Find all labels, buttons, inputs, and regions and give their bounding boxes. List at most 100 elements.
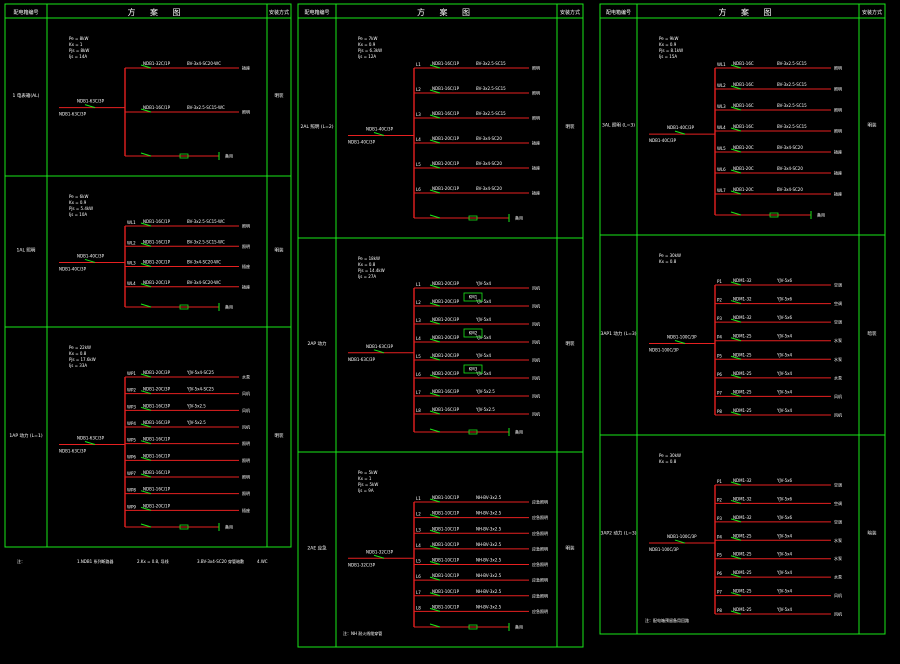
cable-spec: YJV-5x4 (776, 371, 792, 376)
circuit-id: L6 (416, 187, 421, 192)
load-name: 风机 (532, 393, 540, 399)
circuit-id: L6 (416, 372, 421, 377)
breaker-model: NDB1-20C (733, 187, 754, 192)
circuit-id: WL4 (127, 281, 136, 286)
breaker-model: NDB1-16C (733, 103, 754, 108)
breaker-model: NDM1-32 (733, 515, 752, 520)
panel-label: 2AL 照明 (L=2) (301, 124, 334, 130)
load-name: 应急照明 (532, 561, 548, 567)
cable-spec: BV-3x4-SC20-WC (187, 260, 221, 265)
load-name: 水泵 (834, 374, 842, 380)
breaker-model: NDM1-32 (733, 496, 752, 501)
load-param: Kx = 0.9 (69, 200, 87, 205)
main-breaker-model: NDB1-40C/3P (366, 127, 394, 132)
breaker-model: NDB1-32C/1P (143, 61, 171, 66)
main-breaker-model: NDB1-63C/3P (77, 436, 105, 441)
circuit-id: WL2 (127, 240, 136, 245)
contactor-box (463, 364, 483, 374)
circuit-id: P1 (717, 279, 722, 284)
breaker-symbol (140, 440, 152, 445)
header-panel-id: 配电箱编号 (13, 9, 38, 16)
cable-spec: BV-3x4-SC20 (777, 166, 803, 171)
load-name: 插座 (834, 149, 842, 155)
sheet-frame (599, 3, 886, 635)
cable-spec: YJV-5x4 (776, 533, 792, 538)
circuit-id: P4 (717, 335, 722, 340)
breaker-symbol (730, 64, 742, 69)
main-breaker-symbol (674, 340, 686, 344)
load-param: Pe = 22kW (69, 345, 91, 350)
main-breaker-note: NDB1-40C/3P (348, 140, 376, 145)
load-param: Pe = 9kW (659, 36, 678, 41)
load-name: 空调 (834, 482, 842, 488)
circuit-id: P5 (717, 353, 722, 358)
circuit-id: WP3 (127, 404, 136, 409)
breaker-model: NDB1-20C/3P (432, 299, 460, 304)
circuit-id: P7 (717, 590, 722, 595)
cable-spec: NH-BV-3x2.5 (476, 542, 502, 547)
install-method: 明装 (275, 247, 284, 254)
cable-spec: NH-BV-3x2.5 (476, 558, 502, 563)
breaker-symbol (730, 392, 742, 397)
cable-spec: YJV-5x4 (475, 335, 491, 340)
load-param: Kx = 0.8 (69, 351, 87, 356)
load-param: Pjs = 17.6kW (69, 357, 96, 362)
main-breaker-model: NDB1-100C/3P (667, 335, 697, 340)
load-param: Pe = 5kW (358, 470, 377, 475)
cable-spec: YJV-5x6 (776, 478, 792, 483)
breaker-model: NDB1-16C/1P (143, 219, 171, 224)
breaker-model: NDB1-16C/3P (143, 420, 171, 425)
circuit-id: L8 (416, 605, 421, 610)
install-method: 暗装 (868, 530, 877, 537)
spare-breaker-symbol (140, 303, 152, 308)
breaker-model: NDB1-16C/1P (432, 86, 460, 91)
spare-breaker-symbol (429, 623, 441, 628)
breaker-model: NDB1-20C/1P (143, 503, 171, 508)
cable-spec: YJV-5x6 (776, 315, 792, 320)
breaker-model: NDM1-25 (733, 607, 752, 612)
breaker-symbol (730, 573, 742, 578)
breaker-model: NDB1-20C/1P (432, 186, 460, 191)
circuit-id: L1 (416, 282, 421, 287)
breaker-symbol (730, 169, 742, 174)
breaker-model: NDM1-25 (733, 389, 752, 394)
load-name: 风机 (242, 390, 250, 396)
breaker-symbol (730, 85, 742, 90)
load-param: Kx = 0.8 (358, 262, 376, 267)
header-install: 安装方式 (862, 9, 882, 16)
breaker-model: NDB1-20C/3P (143, 387, 171, 392)
breaker-model: NDB1-16C/1P (143, 239, 171, 244)
breaker-model: NDB1-10C/1P (432, 589, 460, 594)
spare-label: 备用 (515, 429, 523, 435)
breaker-model: NDB1-16C/3P (432, 407, 460, 412)
breaker-model: NDB1-20C/1P (432, 136, 460, 141)
main-breaker-note: NDB1-63C/3P (59, 112, 87, 117)
load-name: 应急照明 (532, 592, 548, 598)
load-param: Pe = 30kW (659, 253, 681, 258)
cable-spec: BV-3x2.5-SC15-WC (187, 219, 225, 224)
contactor-box (463, 292, 483, 302)
breaker-symbol (730, 127, 742, 132)
breaker-symbol (730, 411, 742, 416)
spare-label: 备用 (225, 153, 233, 159)
load-param: Pjs = 5kW (358, 482, 378, 487)
breaker-symbol (140, 64, 152, 69)
spare-breaker-symbol (140, 152, 152, 157)
load-name: 空调 (834, 518, 842, 524)
spare-circuit: 备用 (125, 523, 233, 531)
